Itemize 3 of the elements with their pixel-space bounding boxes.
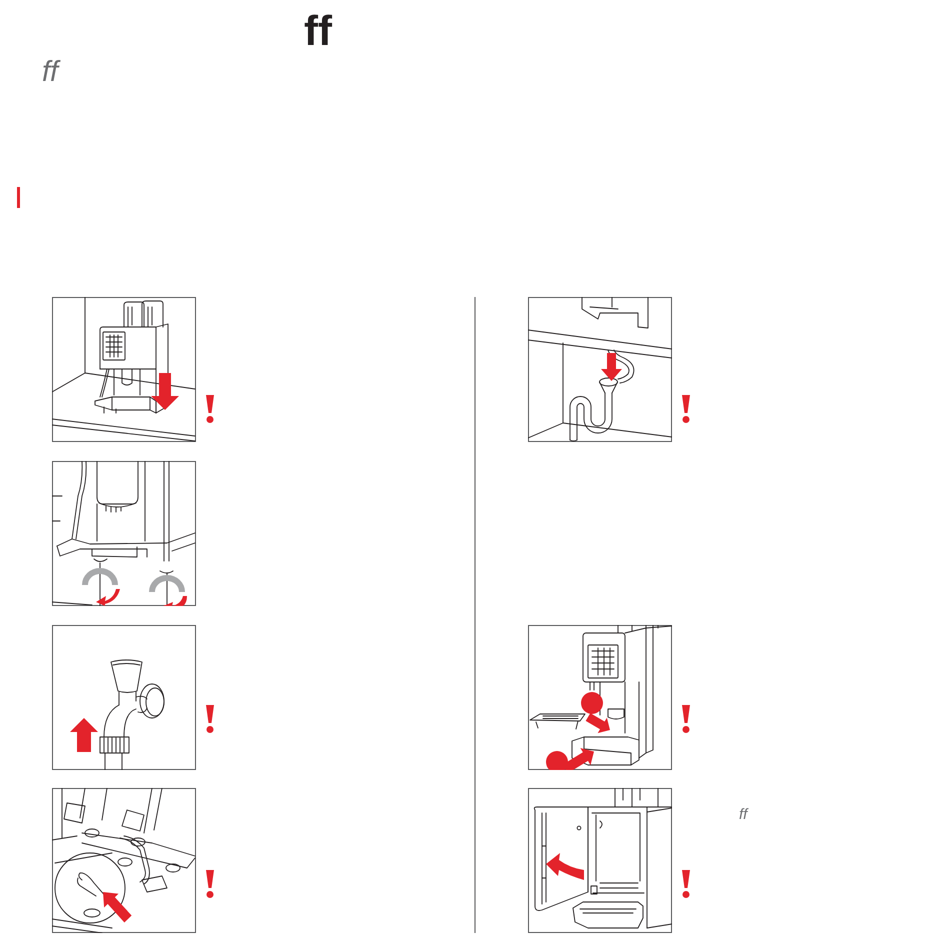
note-text: ff: [739, 807, 748, 822]
page-title: ff: [304, 10, 332, 52]
subtitle: ff: [42, 58, 58, 87]
